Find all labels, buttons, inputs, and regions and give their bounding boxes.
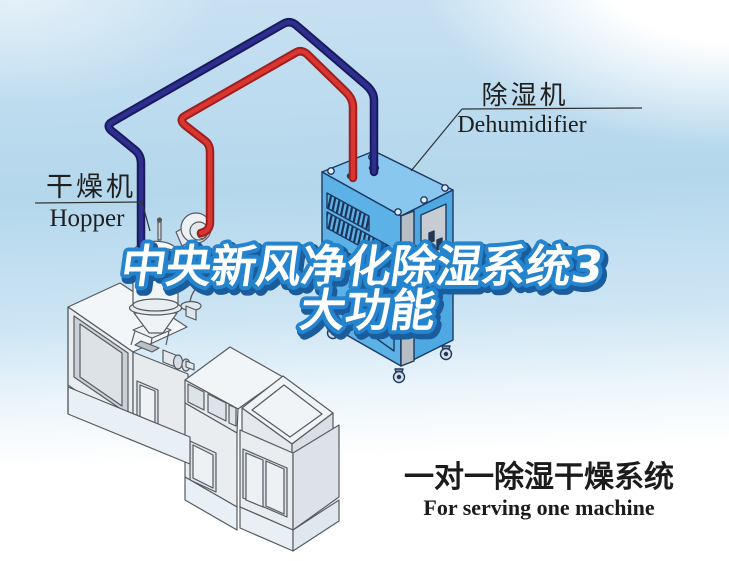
side-door-outline [331,243,395,352]
dehumidifier-label: 除湿机 Dehumidifier [410,80,643,172]
pipes [104,18,379,250]
control-panel [420,203,447,284]
vent-louvers [326,211,390,263]
caption-zh: 一对一除湿干燥系统 [404,460,674,494]
dryer-label-zh: 干燥机 [46,172,136,202]
vent-louvers [326,192,370,232]
leader-line [141,201,151,232]
title-line1: 中央新风净化除湿系统3 [118,240,607,293]
hopper-unit [128,212,212,353]
label-underline [34,201,143,204]
eye-bolts [327,153,449,216]
caption-en: For serving one machine [423,495,654,520]
caption: 一对一除湿干燥系统 For serving one machine [404,460,674,520]
extruder-machine [67,282,340,552]
barrel-coupling [162,349,195,372]
label-underline [461,107,643,110]
caster-wheels [326,324,453,384]
main-title: 中央新风净化除湿系统3 中央新风净化除湿系统3 大功能 大功能 [114,236,615,346]
leader-line [410,108,463,172]
dehumidifier-label-en: Dehumidifier [457,112,586,138]
title-line1-shadow: 中央新风净化除湿系统3 [121,244,610,297]
dryer-label: 干燥机 Hopper [34,172,151,232]
dryer-label-en: Hopper [50,205,126,232]
dehumidifier-label-zh: 除湿机 [481,80,568,110]
title-line2: 大功能 [297,284,439,337]
title-line2-shadow: 大功能 [300,288,442,341]
